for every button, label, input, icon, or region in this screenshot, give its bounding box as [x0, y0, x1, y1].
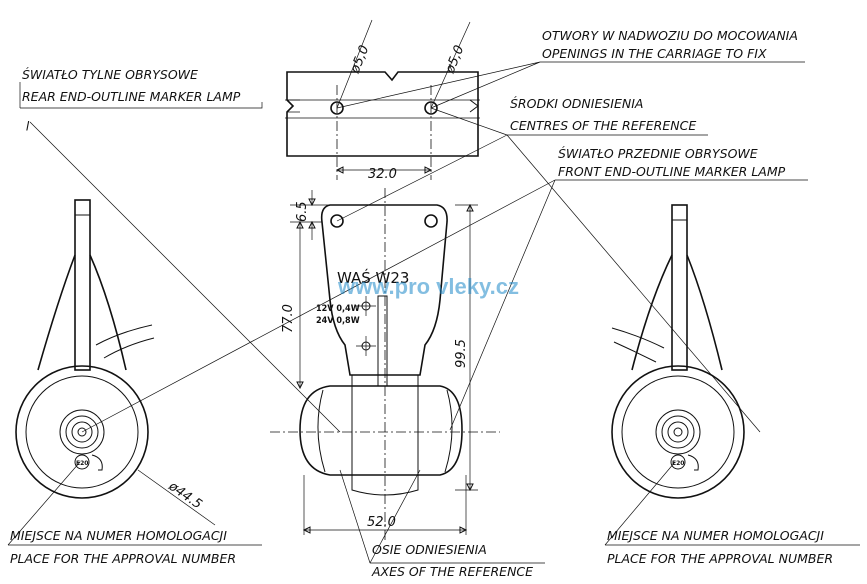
rear-mark-glyph: ꞁ — [26, 116, 30, 131]
approval-mark-right: E20 — [672, 460, 684, 467]
mounting-hole-right — [424, 101, 438, 115]
lamp-side-view-left: E20 ø44.5 — [15, 199, 216, 526]
dim-width-total: 52.0 — [367, 515, 396, 530]
label-approval-right-en: PLACE FOR THE APPROVAL NUMBER — [607, 551, 833, 566]
right-lens-outer — [611, 365, 745, 499]
mounting-plate-section: ø5,0 ø5,0 32.0 — [285, 19, 480, 182]
approval-mark-left: E20 — [76, 460, 88, 467]
label-axes-en: AXES OF THE REFERENCE — [371, 564, 533, 579]
lamp-front-view: 6.5 77.0 99.5 52.0 WAŚ W23 12V 0,4W 24V … — [270, 188, 500, 540]
dim-height-total: 99.5 — [454, 339, 469, 368]
product-model: WAŚ W23 — [337, 268, 409, 287]
label-approval-left-pl: MIEJSCE NA NUMER HOMOLOGACJI — [10, 528, 227, 543]
dim-lens-dia: ø44.5 — [165, 478, 205, 512]
left-lens-outer — [15, 365, 149, 499]
label-front-en: FRONT END-OUTLINE MARKER LAMP — [558, 164, 786, 179]
lamp-side-view-right: E20 — [611, 204, 745, 499]
spec-12v: 12V 0,4W — [316, 304, 360, 314]
spec-24v: 24V 0,8W — [316, 316, 360, 326]
label-axes-pl: OSIE ODNIESIENIA — [372, 542, 487, 557]
leader-lines — [7, 61, 860, 564]
dim-height-inner: 77.0 — [281, 304, 296, 333]
label-rear-pl: ŚWIATŁO TYLNE OBRYSOWE — [22, 67, 198, 82]
label-approval-left-en: PLACE FOR THE APPROVAL NUMBER — [10, 551, 236, 566]
label-front-pl: ŚWIATŁO PRZEDNIE OBRYSOWE — [558, 146, 758, 161]
label-centres-en: CENTRES OF THE REFERENCE — [510, 118, 696, 133]
label-centres-pl: ŚRODKI ODNIESIENIA — [510, 96, 643, 111]
label-openings-pl: OTWORY W NADWOZIU DO MOCOWANIA — [542, 28, 798, 43]
label-openings-en: OPENINGS IN THE CARRIAGE TO FIX — [542, 46, 767, 61]
mounting-hole-left — [330, 101, 344, 115]
label-rear-en: REAR END-OUTLINE MARKER LAMP — [22, 89, 241, 104]
watermark: www.pro vleky.cz — [337, 274, 519, 299]
dim-hole-spacing: 32.0 — [368, 167, 397, 182]
labels: ŚWIATŁO TYLNE OBRYSOWE REAR END-OUTLINE … — [10, 28, 833, 579]
label-approval-right-pl: MIEJSCE NA NUMER HOMOLOGACJI — [607, 528, 824, 543]
dim-top-offset: 6.5 — [295, 201, 310, 222]
